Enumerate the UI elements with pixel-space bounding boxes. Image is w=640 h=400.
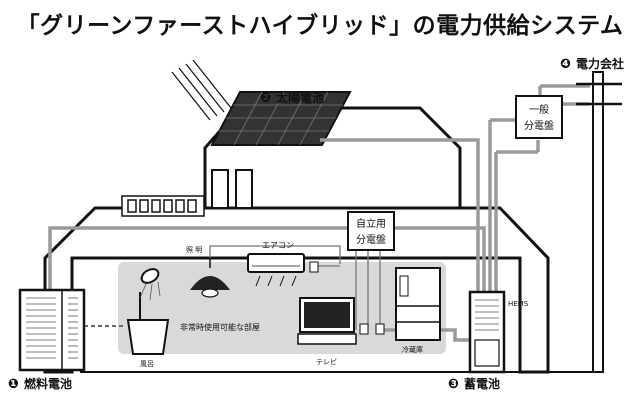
independent-distribution-panel: 自立用 分電盤 [347, 211, 395, 251]
fuel-cell-unit [18, 288, 86, 372]
svg-text:分電盤: 分電盤 [524, 119, 554, 132]
outlets [359, 323, 385, 335]
appliance-wires [209, 245, 381, 330]
eave-vents [121, 195, 205, 217]
solar-label: 太陽電池 [276, 90, 324, 105]
utility-number: ❹ [560, 57, 571, 72]
utility-pole [576, 71, 622, 373]
main-distribution-panel: 一般 分電盤 [515, 95, 563, 139]
emergency-room-label: 非常時使用可能な部屋 [180, 322, 260, 332]
solar-panel [210, 91, 352, 146]
utility-label: 電力会社 [576, 56, 624, 71]
storage-label: 蓄電池 [464, 376, 500, 391]
upper-windows [211, 169, 253, 209]
storage-battery-unit [468, 290, 506, 374]
svg-text:分電盤: 分電盤 [356, 233, 386, 246]
tv-icon [297, 297, 357, 345]
diagram-title: 「グリーンファーストハイブリッド」の電力供給システム [16, 13, 624, 39]
fuel-cell-number: ❶ [8, 377, 19, 392]
aircon-label: エアコン [262, 241, 294, 250]
lighting-icon [190, 258, 230, 298]
sun-rays [171, 59, 232, 121]
fridge-icon [395, 267, 441, 341]
svg-text:一般: 一般 [529, 103, 549, 116]
bath-icon [126, 268, 170, 355]
storage-number: ❸ [448, 377, 459, 392]
solar-number: ❷ [260, 91, 271, 106]
aircon-icon [247, 253, 319, 287]
fridge-label: 冷蔵庫 [402, 345, 423, 354]
hems-label: HEMS [508, 300, 529, 308]
lighting-label: 照 明 [186, 246, 202, 254]
bath-label: 風呂 [140, 360, 154, 368]
svg-text:自立用: 自立用 [356, 217, 386, 230]
tv-label: テレビ [316, 357, 337, 366]
fuel-cell-label: 燃料電池 [24, 376, 72, 391]
